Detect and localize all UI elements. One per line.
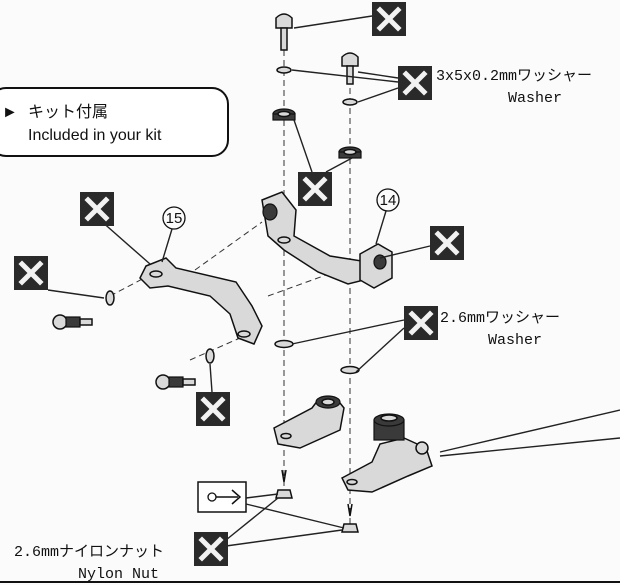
steering-arm-left — [273, 395, 345, 449]
washer-26-left — [274, 339, 294, 349]
part-14-block — [359, 243, 393, 289]
washer-stud-upper — [105, 290, 115, 306]
ball-stud-upper — [52, 314, 93, 330]
screw-top-left — [275, 13, 293, 51]
x-box-washer-26 — [404, 306, 438, 340]
tighten-symbol — [197, 481, 247, 513]
nylon-nut-en-label: Nylon Nut — [78, 566, 159, 583]
small-washer-left — [276, 66, 292, 74]
ball-stud-lower — [155, 374, 196, 390]
x-box-small-washer — [398, 66, 432, 100]
part-15-number: 15 — [166, 210, 183, 227]
x-box-part-15 — [80, 192, 114, 226]
washer-3x5-jp-label: 3x5x0.2mmワッシャー — [436, 68, 592, 85]
small-washer-right — [342, 98, 358, 106]
nylon-nut-jp-label: 2.6mmナイロンナット — [14, 544, 164, 561]
steering-arm-right — [341, 413, 433, 493]
x-box-part-14 — [430, 226, 464, 260]
part-14-callout — [376, 188, 400, 212]
x-box-bushing — [298, 172, 332, 206]
x-box-ball-stud-upper — [14, 256, 48, 290]
washer-3x5-en-label: Washer — [508, 90, 562, 107]
kit-note-en: Included in your kit — [28, 127, 162, 144]
part-15-link — [139, 257, 263, 345]
x-box-ball-stud-lower — [196, 392, 230, 426]
x-box-top-screw — [372, 2, 406, 36]
nylon-nut-left — [275, 469, 293, 499]
washer-26-jp-label: 2.6mmワッシャー — [440, 310, 560, 327]
part-14-number: 14 — [380, 192, 397, 209]
washer-26-en-label: Washer — [488, 332, 542, 349]
washer-26-right — [340, 365, 360, 375]
x-leader-lines — [47, 15, 431, 547]
kit-note-jp: キット付属 — [28, 103, 108, 121]
x-box-nylon-nut — [194, 532, 228, 566]
bushing-right — [338, 146, 362, 159]
screw-top-right — [341, 52, 359, 85]
washer-stud-lower — [205, 348, 215, 364]
kit-note-box: ► キット付属 Included in your kit — [0, 87, 229, 157]
part-15-callout — [162, 206, 186, 230]
bushing-left — [272, 108, 296, 121]
kit-note-marker: ► — [2, 104, 18, 121]
nylon-nut-right — [341, 503, 359, 533]
